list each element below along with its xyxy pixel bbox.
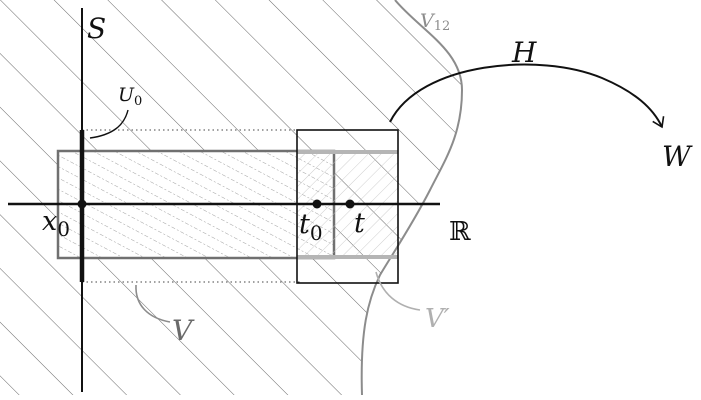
vprime-leader — [375, 271, 421, 311]
label-v-prime: V′ — [425, 304, 450, 334]
label-v12: V12 — [420, 10, 450, 34]
h-arrow — [389, 63, 665, 129]
label-t: t — [354, 208, 365, 239]
label-t0: t0 — [299, 209, 323, 245]
v-leader — [135, 284, 171, 323]
point-t0 — [312, 199, 322, 209]
label-v: V — [172, 314, 195, 347]
label-x0: x0 — [42, 206, 70, 241]
label-u0: U0 — [118, 84, 142, 109]
v12-boundary-curve — [360, 0, 464, 396]
label-s: S — [87, 12, 106, 45]
label-w: W — [662, 140, 693, 173]
neighborhood-box — [296, 129, 399, 284]
point-t — [345, 199, 355, 209]
u0-leader — [89, 109, 129, 139]
point-x0 — [77, 199, 87, 209]
label-h: H — [511, 36, 537, 69]
label-r: ℝ — [449, 217, 471, 247]
